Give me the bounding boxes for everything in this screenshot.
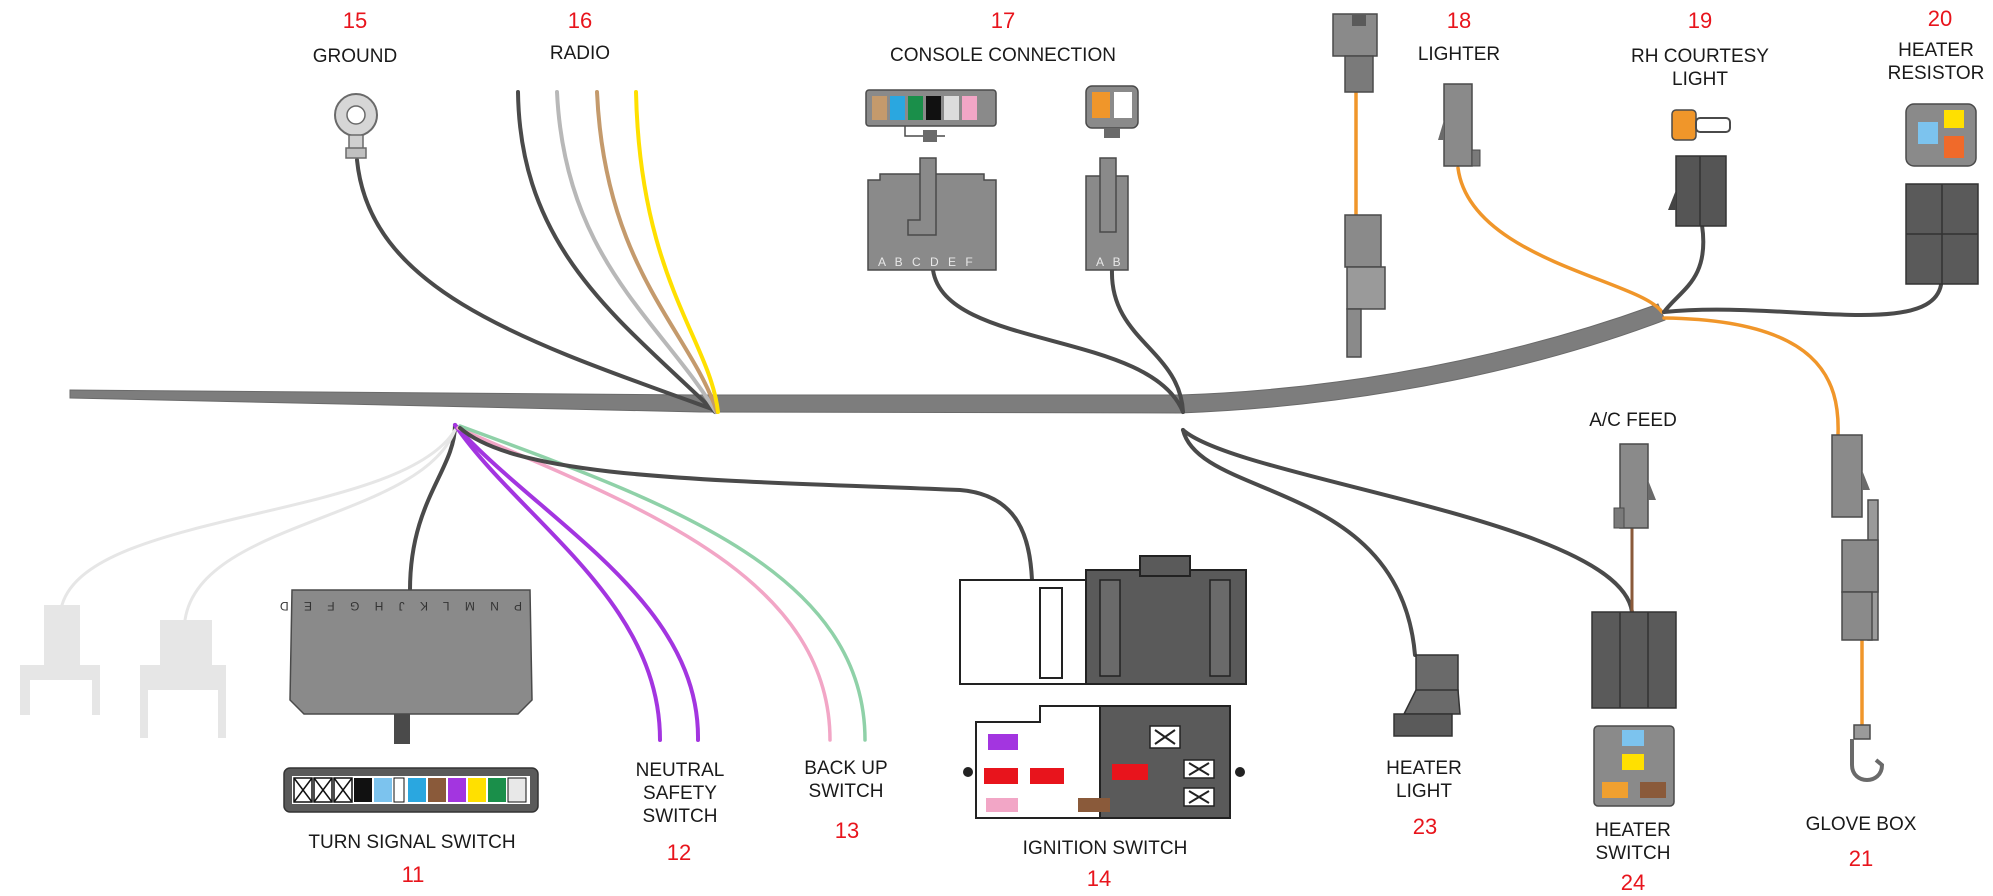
ghost-connector-1-icon — [20, 605, 100, 715]
turn-signal-number: 11 — [401, 862, 425, 887]
courtesy-light-bulb-icon — [1671, 109, 1731, 141]
heater-switch-number: 24 — [1620, 870, 1646, 895]
console-2pin-letters: A B — [1096, 255, 1124, 269]
ac-feed-connector-icon — [1613, 443, 1656, 529]
wire-console-2 — [1109, 268, 1185, 414]
spade-connector-bottom-icon — [1344, 214, 1386, 358]
wire-neutral-2 — [453, 423, 701, 742]
wires — [60, 90, 1943, 742]
neutral-safety-label: NEUTRAL SAFETY SWITCH — [635, 760, 725, 827]
wire-turn-signal-dark — [408, 423, 457, 592]
neutral-safety-number: 12 — [666, 840, 692, 865]
ground-number: 15 — [342, 8, 368, 33]
wire-radio-tan — [595, 90, 719, 414]
heater-resistor-label: HEATER RESISTOR — [1887, 40, 1985, 84]
glove-box-label: GLOVE BOX — [1805, 814, 1917, 835]
wire-neutral-1 — [453, 423, 662, 742]
wire-radio-black — [516, 90, 717, 414]
heater-switch-connector-icon — [1591, 611, 1677, 709]
turn-signal-switch-socket-icon: P N M L K J H G F E D — [274, 589, 533, 744]
glove-box-connector-icon — [1831, 434, 1879, 641]
console-6pin-plug-icon — [865, 89, 997, 142]
ground-label: GROUND — [312, 46, 398, 67]
turn-signal-switch-plug-icon — [283, 767, 539, 813]
ignition-switch-connector-icon — [959, 555, 1247, 685]
wire-heater-resistor — [1662, 283, 1943, 317]
radio-number: 16 — [567, 8, 593, 33]
heater-light-connector-icon — [1393, 654, 1461, 737]
courtesy-label: RH COURTESY LIGHT — [1631, 46, 1769, 90]
main-harness — [69, 303, 1666, 414]
wire-heater-light — [1181, 428, 1417, 657]
wire-glove-box — [1662, 316, 1840, 437]
console-label: CONSOLE CONNECTION — [890, 45, 1116, 66]
heater-resistor-plug-icon — [1905, 103, 1977, 167]
lighter-label: LIGHTER — [1417, 44, 1501, 65]
console-6pin-letters: A B C D E F — [878, 255, 976, 269]
wire-ignition — [458, 426, 1034, 582]
spade-connector-top-icon — [1332, 13, 1378, 93]
ghost-connector-2-icon — [140, 620, 226, 738]
wire-ghost-1 — [60, 428, 457, 607]
wire-courtesy — [1662, 223, 1706, 314]
glove-box-terminal-icon — [1850, 724, 1885, 782]
console-2pin-socket-icon: A B — [1085, 157, 1129, 271]
ignition-switch-plug-icon — [963, 705, 1245, 819]
ignition-number: 14 — [1086, 866, 1112, 891]
ignition-label: IGNITION SWITCH — [1022, 838, 1188, 859]
courtesy-number: 19 — [1687, 8, 1713, 33]
wire-radio-gray — [555, 90, 718, 414]
wire-heater-switch — [1181, 428, 1634, 614]
turn-signal-pin-letters: P N M L K J H G F E D — [274, 599, 522, 613]
heater-switch-label: HEATER SWITCH — [1595, 820, 1671, 864]
radio-label: RADIO — [549, 43, 611, 64]
glove-box-number: 21 — [1848, 846, 1874, 871]
console-number: 17 — [990, 8, 1016, 33]
wire-backup-green — [458, 424, 867, 742]
heater-resistor-connector-icon — [1905, 183, 1979, 285]
wire-console-6 — [931, 268, 1185, 414]
lighter-connector-icon — [1438, 83, 1481, 167]
wire-ground — [355, 158, 717, 412]
console-6pin-socket-icon: A B C D E F — [867, 157, 997, 271]
console-2pin-plug-icon — [1085, 85, 1139, 138]
wire-radio-yellow — [634, 90, 720, 414]
wire-ghost-2 — [183, 428, 457, 622]
heater-resistor-number: 20 — [1927, 6, 1953, 31]
heater-light-number: 23 — [1412, 814, 1438, 839]
heater-switch-plug-icon — [1593, 725, 1675, 807]
ground-lug-icon — [334, 93, 378, 159]
courtesy-light-connector-icon — [1668, 155, 1727, 227]
heater-light-label: HEATER LIGHT — [1386, 758, 1462, 802]
ac-feed-label: A/C FEED — [1589, 410, 1677, 431]
lighter-number: 18 — [1446, 8, 1472, 33]
turn-signal-label: TURN SIGNAL SWITCH — [308, 832, 516, 853]
back-up-number: 13 — [834, 818, 860, 843]
wire-lighter — [1456, 166, 1664, 314]
back-up-label: BACK UP SWITCH — [804, 758, 888, 802]
